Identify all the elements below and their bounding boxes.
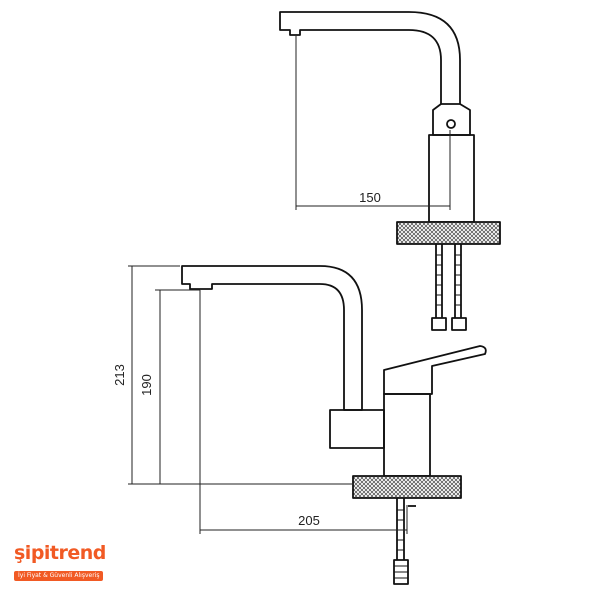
brand-tagline: İyi Fiyat & Güvenli Alışveriş	[14, 571, 104, 581]
dimension-label-150: 150	[359, 190, 381, 205]
dimension-label-190: 190	[139, 374, 154, 396]
dimension-label-205: 205	[298, 513, 320, 528]
dimension-line-205	[199, 290, 408, 534]
top-faucet-view	[279, 11, 501, 331]
dimension-line-150	[295, 36, 451, 210]
dimension-line-190	[155, 289, 200, 484]
bottom-faucet-view	[181, 265, 487, 585]
dimension-line-213	[128, 265, 352, 485]
brand-name: şipitrend	[14, 542, 106, 564]
brand-logo: şipitrend İyi Fiyat & Güvenli Alışveriş	[14, 542, 134, 582]
hose-ribbing-top	[436, 254, 461, 306]
dimension-label-213: 213	[112, 364, 127, 386]
